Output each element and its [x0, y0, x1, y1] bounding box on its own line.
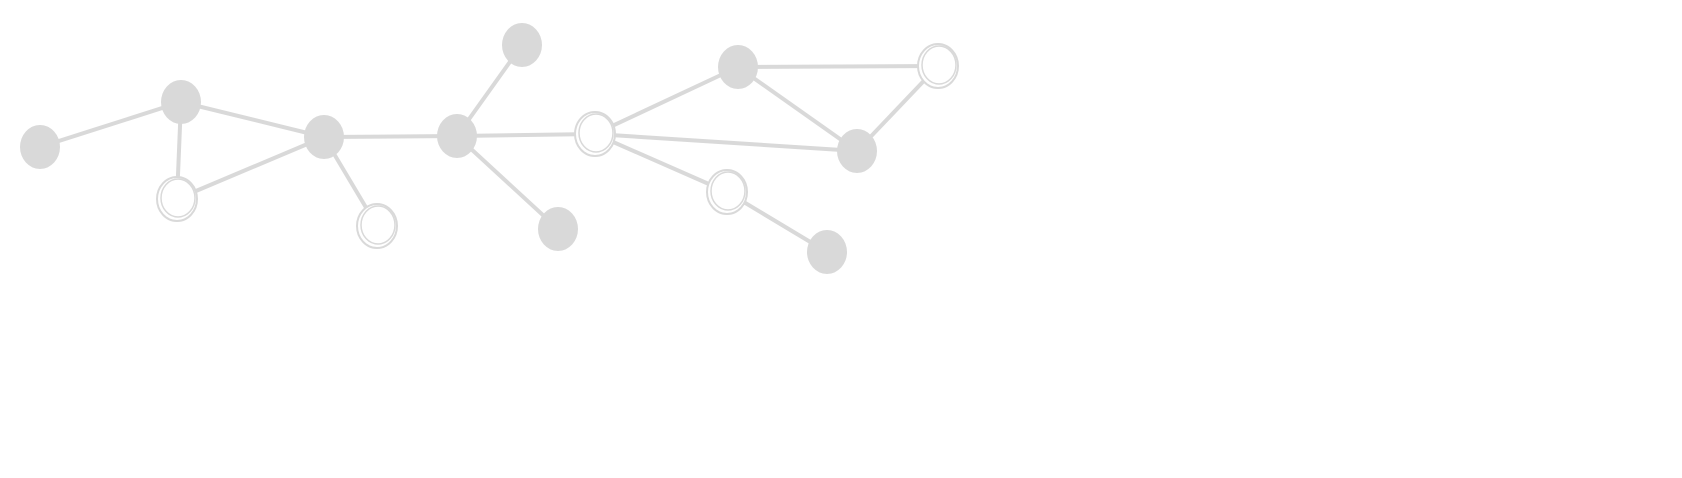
- node-body: [161, 80, 201, 124]
- graph-edge-n6-n8: [455, 134, 560, 231]
- graph-node-n5: [356, 203, 398, 249]
- graph-node-n3: [156, 176, 198, 222]
- graph-node-n2: [161, 80, 201, 124]
- node-body: [538, 207, 578, 251]
- graph-node-n7: [502, 23, 542, 67]
- graph-edge-n3-n4: [175, 135, 326, 201]
- graph-edges: [38, 43, 940, 254]
- node-inner-ring: [921, 45, 957, 85]
- graph-node-n9: [574, 111, 616, 157]
- node-body: [437, 114, 477, 158]
- graph-node-n1: [20, 125, 60, 169]
- node-body: [807, 230, 847, 274]
- graph-edge-n6-n9: [455, 132, 597, 138]
- graph-edge-n2-n4: [179, 100, 326, 139]
- graph-node-n6: [437, 114, 477, 158]
- graph-edge-n4-n6: [322, 134, 459, 139]
- graph-node-n11: [917, 43, 959, 89]
- node-body: [837, 129, 877, 173]
- graph-node-n10: [718, 45, 758, 89]
- graph-edge-n9-n12: [593, 132, 859, 153]
- graph-edge-n10-n12: [736, 65, 859, 153]
- node-body: [502, 23, 542, 67]
- node-inner-ring: [710, 171, 746, 211]
- graph-node-n14: [807, 230, 847, 274]
- graph-node-n8: [538, 207, 578, 251]
- graph-node-n13: [706, 169, 748, 215]
- node-body: [718, 45, 758, 89]
- node-body: [304, 115, 344, 159]
- node-inner-ring: [578, 113, 614, 153]
- graph-edge-n9-n10: [593, 65, 740, 136]
- graph-edge-n10-n11: [736, 64, 940, 69]
- graph-edge-n1-n2: [38, 100, 183, 149]
- graph-node-n4: [304, 115, 344, 159]
- node-inner-ring: [360, 205, 396, 245]
- graph-node-n12: [837, 129, 877, 173]
- node-body: [20, 125, 60, 169]
- graph-nodes: [20, 23, 959, 274]
- graph-edge-n9-n13: [593, 132, 729, 194]
- node-inner-ring: [160, 178, 196, 218]
